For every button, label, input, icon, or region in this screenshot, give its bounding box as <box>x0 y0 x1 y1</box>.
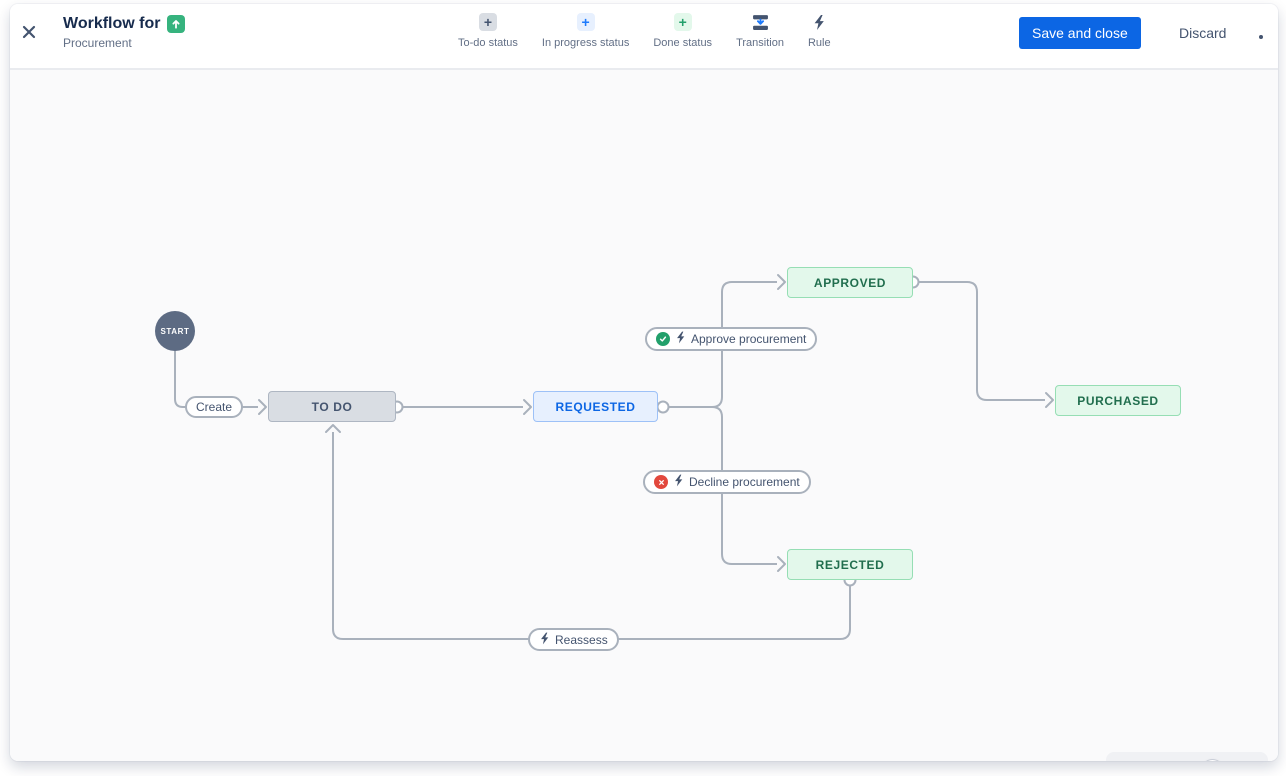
zoom-slider-thumb[interactable] <box>1202 760 1223 761</box>
save-and-close-button[interactable]: Save and close <box>1019 17 1141 49</box>
edge-rejected-todo[interactable] <box>332 432 851 640</box>
transition-label-reassess[interactable]: Reassess <box>528 628 619 651</box>
add-rule-button[interactable]: Rule <box>808 13 831 49</box>
arrowhead <box>325 424 341 433</box>
arrowhead <box>777 556 786 572</box>
plus-icon: + <box>673 13 692 31</box>
arrowhead <box>1045 392 1054 408</box>
close-icon[interactable] <box>17 21 41 45</box>
arrowhead <box>523 399 532 415</box>
lightning-icon <box>810 13 828 31</box>
transition-label-create[interactable]: Create <box>185 396 244 418</box>
tool-label: Done status <box>653 37 713 49</box>
add-done-status-button[interactable]: + Done status <box>653 13 712 49</box>
rule-lightning-icon <box>675 331 686 347</box>
transition-label-approve-procurement[interactable]: Approve procurement <box>645 327 818 351</box>
tool-label: Rule <box>807 37 831 49</box>
improvement-arrow-up-icon <box>167 15 186 33</box>
plus-icon: + <box>478 13 497 31</box>
edge-approved-purchased[interactable] <box>918 281 1045 401</box>
plus-icon: + <box>576 13 595 31</box>
add-inprogress-status-button[interactable]: + In progress status <box>542 13 629 49</box>
toolbar: + To-do status + In progress status + Do… <box>458 13 831 49</box>
discard-button[interactable]: Discard <box>1167 17 1238 49</box>
arrowhead <box>777 274 786 290</box>
decline-x-icon <box>654 475 668 489</box>
approve-check-icon <box>656 332 670 346</box>
more-indicator-dot <box>1259 35 1263 39</box>
tool-label: In progress status <box>541 37 630 49</box>
status-node-requested[interactable]: REQUESTED <box>533 391 658 422</box>
workflow-canvas[interactable]: START TO DO REQUESTED APPROVED PURCHASED… <box>10 70 1278 761</box>
tool-label: To-do status <box>458 37 518 49</box>
transition-text: Reassess <box>555 632 608 647</box>
transition-label-decline-procurement[interactable]: Decline procurement <box>643 470 811 494</box>
workflow-subtitle: Procurement <box>63 36 132 50</box>
status-node-purchased[interactable]: PURCHASED <box>1055 385 1181 416</box>
port-requested-right[interactable] <box>656 400 670 414</box>
tool-label: Transition <box>736 37 784 49</box>
status-node-approved[interactable]: APPROVED <box>787 267 913 298</box>
status-node-todo[interactable]: TO DO <box>268 391 396 422</box>
start-node[interactable]: START <box>155 311 195 351</box>
transition-icon <box>751 13 769 31</box>
zoom-control-panel <box>1106 752 1268 761</box>
rule-lightning-icon <box>539 632 550 648</box>
title-block: Workflow for Procurement <box>63 15 186 50</box>
transition-text: Decline procurement <box>689 475 800 489</box>
editor-header: Workflow for Procurement + To-do status … <box>10 4 1278 70</box>
transition-text: Create <box>196 400 233 414</box>
rule-lightning-icon <box>673 474 684 490</box>
transition-text: Approve procurement <box>691 332 807 346</box>
workflow-editor-dialog: START TO DO REQUESTED APPROVED PURCHASED… <box>10 4 1278 761</box>
add-transition-button[interactable]: Transition <box>736 13 784 49</box>
edge-start-todo[interactable] <box>174 351 258 408</box>
add-todo-status-button[interactable]: + To-do status <box>458 13 518 49</box>
page-title: Workflow for <box>63 15 161 32</box>
status-node-rejected[interactable]: REJECTED <box>787 549 913 580</box>
arrowhead <box>258 399 267 415</box>
